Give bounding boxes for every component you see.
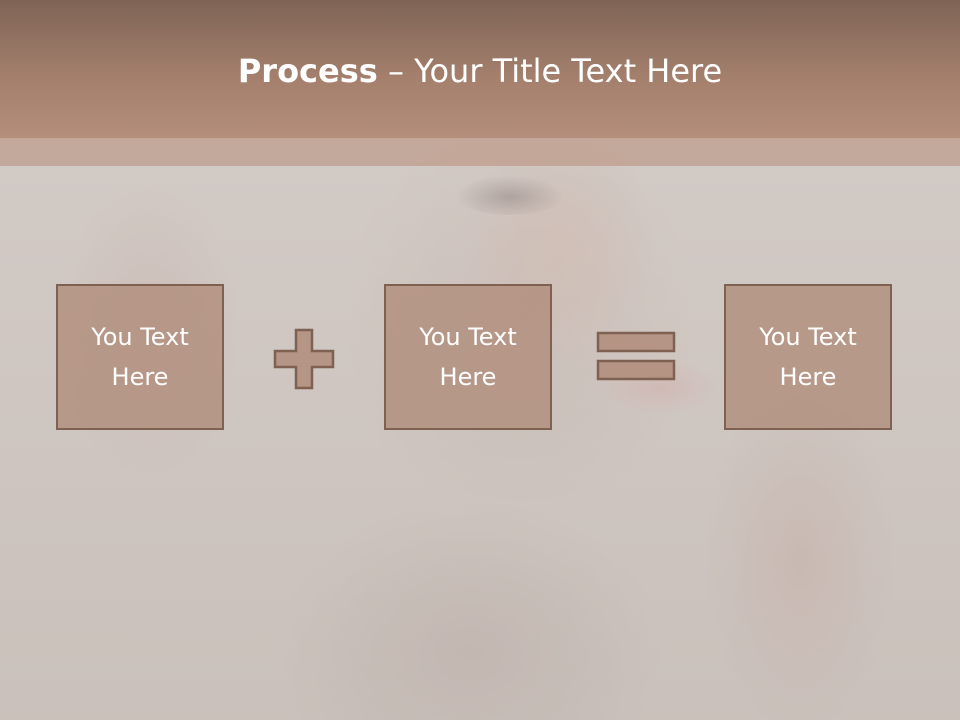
process-box-1[interactable]: You Text Here: [56, 284, 224, 430]
plus-icon: [273, 328, 335, 390]
process-box-2-text: You Text Here: [419, 317, 517, 397]
title-bold-part: Process: [237, 52, 378, 90]
process-box-3-text: You Text Here: [759, 317, 857, 397]
box-1-line-1: You Text: [91, 323, 189, 351]
slide-title[interactable]: Process – Your Title Text Here: [0, 52, 960, 90]
box-2-line-2: Here: [439, 363, 497, 391]
title-rest-part: – Your Title Text Here: [377, 52, 723, 90]
equals-icon: [596, 331, 676, 381]
box-1-line-2: Here: [111, 363, 169, 391]
box-3-line-1: You Text: [759, 323, 857, 351]
box-2-line-1: You Text: [419, 323, 517, 351]
process-box-3[interactable]: You Text Here: [724, 284, 892, 430]
process-box-1-text: You Text Here: [91, 317, 189, 397]
title-bar: [0, 0, 960, 138]
process-box-2[interactable]: You Text Here: [384, 284, 552, 430]
background-eye-shadow: [455, 175, 565, 215]
title-strip: [0, 138, 960, 166]
box-3-line-2: Here: [779, 363, 837, 391]
